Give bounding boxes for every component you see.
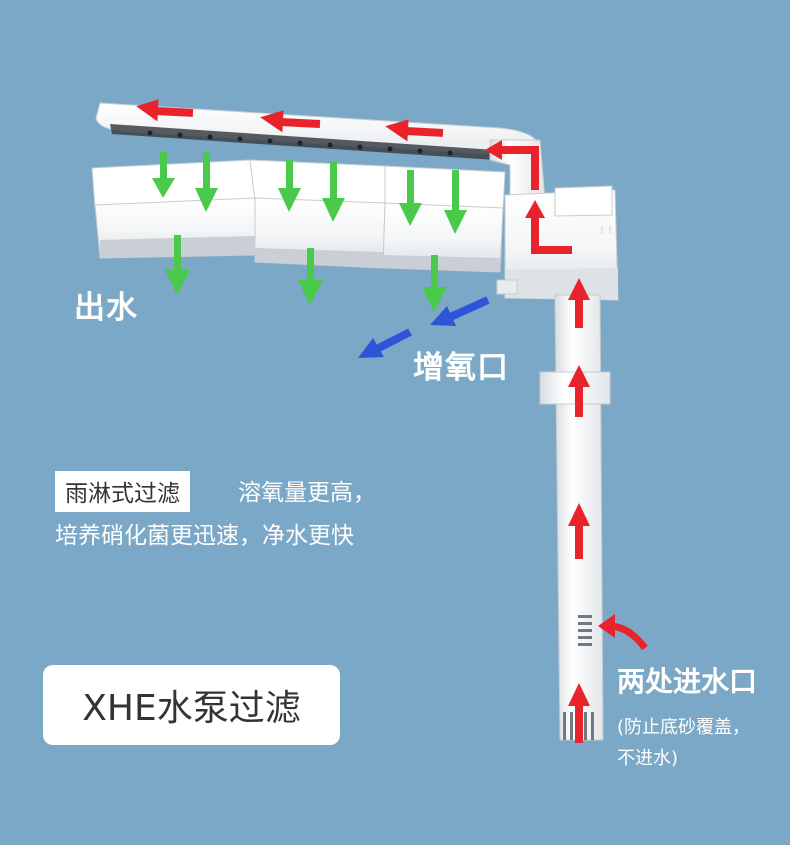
arrow-down-icon — [152, 152, 175, 198]
arrow-down-icon — [165, 235, 190, 295]
arrow-icon — [136, 99, 194, 122]
arrow-icon — [430, 296, 490, 326]
inlet-note-line-2: 不进水) — [617, 748, 679, 769]
arrow-icon — [498, 146, 539, 190]
arrow-icon — [485, 140, 502, 160]
arrow-down-icon — [444, 170, 467, 234]
pump-head: ⋮⋮⋮ — [496, 185, 622, 301]
shower-flow-arrows — [152, 152, 467, 312]
outflow-label: 出水 — [74, 290, 138, 326]
description-line-2: 培养硝化菌更迅速，净水更快 — [55, 523, 354, 549]
arrow-icon — [358, 328, 412, 358]
filter-box-3 — [382, 165, 506, 273]
arrow-icon — [568, 503, 590, 559]
filter-box-1 — [91, 159, 256, 259]
arrow-icon — [385, 119, 444, 142]
arrow-icon — [611, 622, 648, 651]
spray-tray-underside — [110, 124, 495, 160]
description-line-1: 溶氧量更高， — [238, 480, 376, 506]
inlet-label: 两处进水口 — [617, 665, 758, 698]
arrow-down-icon — [422, 255, 447, 312]
arrow-icon — [568, 278, 590, 328]
aeration-port-label: 增氧口 — [413, 350, 509, 386]
arrow-icon — [598, 614, 615, 638]
arrow-down-icon — [278, 160, 301, 212]
pump-flow-arrows — [136, 99, 648, 743]
arrow-icon — [568, 683, 590, 743]
rain-shower-badge: 雨淋式过滤 — [55, 471, 190, 512]
aeration-arrows — [358, 296, 490, 358]
arrow-down-icon — [322, 162, 345, 222]
arrow-down-icon — [298, 248, 323, 305]
spray-holes — [147, 130, 453, 156]
filter-box-2 — [249, 159, 386, 269]
svg-text:⋮⋮⋮: ⋮⋮⋮ — [598, 225, 622, 234]
arrow-down-icon — [195, 152, 218, 212]
arrow-icon — [525, 200, 545, 218]
title-text: XHE水泵过滤 — [82, 688, 301, 729]
filter-device: ⋮⋮⋮ — [91, 102, 622, 741]
arrow-icon — [260, 110, 321, 133]
intake-slots-upper — [578, 615, 592, 646]
arrow-icon — [568, 365, 590, 417]
arrow-down-icon — [399, 170, 422, 226]
inlet-note-line-1: (防止底砂覆盖， — [617, 717, 751, 738]
arrow-icon — [531, 215, 572, 254]
title-card: XHE水泵过滤 — [43, 665, 340, 745]
